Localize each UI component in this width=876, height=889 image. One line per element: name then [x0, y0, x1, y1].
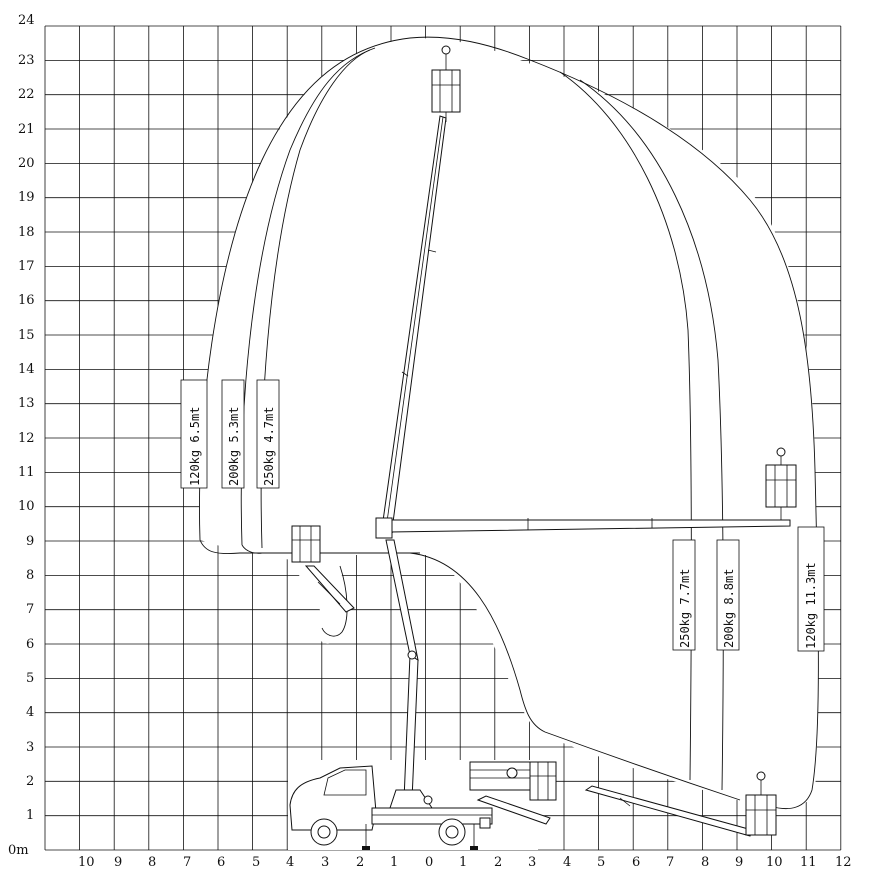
- capacity-label-left-3: 250kg 4.7mt: [262, 407, 276, 486]
- x-label: 10: [78, 855, 95, 870]
- x-label: 2: [494, 855, 502, 870]
- boom-stowed: [469, 761, 557, 825]
- x-label: 7: [183, 855, 191, 870]
- basket-bottom-right: [745, 771, 777, 836]
- capacity-labels: 120kg 6.5mt 200kg 5.3mt 250kg 4.7mt 250k…: [180, 379, 825, 652]
- x-label: 5: [252, 855, 260, 870]
- x-label: 0: [425, 855, 433, 870]
- y-label: 1: [26, 808, 34, 823]
- basket-left: [291, 525, 355, 613]
- x-label: 3: [528, 855, 536, 870]
- y-label: 11: [18, 465, 35, 480]
- capacity-label-left-2: 200kg 5.3mt: [227, 407, 241, 486]
- x-label: 9: [735, 855, 743, 870]
- y-label: 23: [18, 53, 35, 68]
- y-label: 21: [18, 122, 35, 137]
- x-label: 6: [217, 855, 225, 870]
- x-label: 6: [632, 855, 640, 870]
- x-label: 3: [321, 855, 329, 870]
- y-label: 18: [18, 225, 35, 240]
- y-label: 15: [18, 328, 35, 343]
- y-label: 6: [26, 637, 34, 652]
- x-label: 1: [459, 855, 467, 870]
- capacity-label-right-1: 250kg 7.7mt: [678, 569, 692, 648]
- y-label: 0m: [8, 843, 29, 858]
- y-label: 5: [26, 671, 34, 686]
- x-label: 2: [356, 855, 364, 870]
- capacity-label-right-3: 120kg 11.3mt: [804, 562, 818, 649]
- y-label: 12: [18, 431, 35, 446]
- x-label: 11: [800, 855, 817, 870]
- boom-low: [584, 771, 777, 837]
- y-label: 7: [26, 602, 34, 617]
- y-label: 8: [26, 568, 34, 583]
- y-axis-labels: 0m 1 2 3 4 5 6 7 8 9 10 11 12 13 14 15 1…: [8, 13, 35, 858]
- y-label: 24: [18, 13, 35, 28]
- x-axis-labels: 10 9 8 7 6 5 4 3 2 1 0 1 2 3 4 5 6 7 8 9…: [78, 855, 852, 870]
- y-label: 9: [26, 534, 34, 549]
- boom-vertical: [381, 45, 461, 801]
- x-label: 10: [766, 855, 783, 870]
- y-label: 16: [18, 293, 35, 308]
- x-label: 8: [701, 855, 709, 870]
- basket-right: [765, 447, 797, 520]
- x-label: 5: [597, 855, 605, 870]
- x-label: 12: [835, 855, 852, 870]
- y-label: 17: [18, 259, 35, 274]
- x-label: 7: [666, 855, 674, 870]
- y-label: 14: [18, 362, 35, 377]
- x-label: 4: [563, 855, 571, 870]
- x-label: 8: [148, 855, 156, 870]
- y-label: 4: [26, 705, 34, 720]
- y-label: 20: [18, 156, 35, 171]
- capacity-label-right-2: 200kg 8.8mt: [722, 569, 736, 648]
- envelope-fill: [199, 38, 819, 808]
- x-label: 9: [114, 855, 122, 870]
- y-label: 3: [26, 740, 34, 755]
- x-label: 4: [286, 855, 294, 870]
- y-label: 22: [18, 87, 35, 102]
- x-label: 1: [390, 855, 398, 870]
- y-label: 19: [18, 190, 35, 205]
- y-label: 10: [18, 499, 35, 514]
- y-label: 2: [26, 774, 34, 789]
- y-label: 13: [18, 396, 35, 411]
- basket-top: [431, 45, 461, 122]
- boom-horizontal: [375, 447, 797, 539]
- capacity-label-left-1: 120kg 6.5mt: [188, 407, 202, 486]
- truck: [289, 765, 493, 850]
